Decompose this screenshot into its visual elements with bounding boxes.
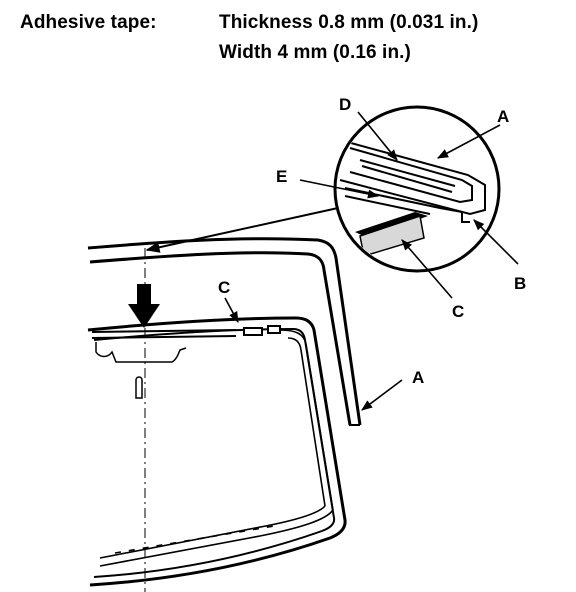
callout-b: B [514, 274, 526, 293]
callout-c-main: C [218, 278, 230, 297]
thickness-spec: Thickness 0.8 mm (0.031 in.) [219, 12, 479, 33]
position-arrow [128, 284, 160, 328]
adhesive-tape-strip [91, 325, 281, 339]
detail-leader-line [145, 207, 339, 253]
width-spec: Width 4 mm (0.16 in.) [219, 42, 411, 63]
molding-cross-section [339, 139, 486, 223]
header: Adhesive tape: Thickness 0.8 mm (0.031 i… [0, 0, 576, 80]
inner-tape-band [99, 329, 334, 567]
callout-c-detail: C [452, 302, 464, 321]
callout-a-detail: A [497, 107, 509, 126]
callout-d: D [339, 95, 351, 114]
callout-e: E [276, 167, 287, 186]
callout-leaders [224, 111, 519, 411]
windshield-molding [87, 237, 362, 426]
mirror-mount [95, 342, 187, 399]
detail-circle [333, 105, 501, 273]
callout-a-main: A [412, 368, 424, 387]
adhesive-tape-label: Adhesive tape: [20, 12, 157, 33]
